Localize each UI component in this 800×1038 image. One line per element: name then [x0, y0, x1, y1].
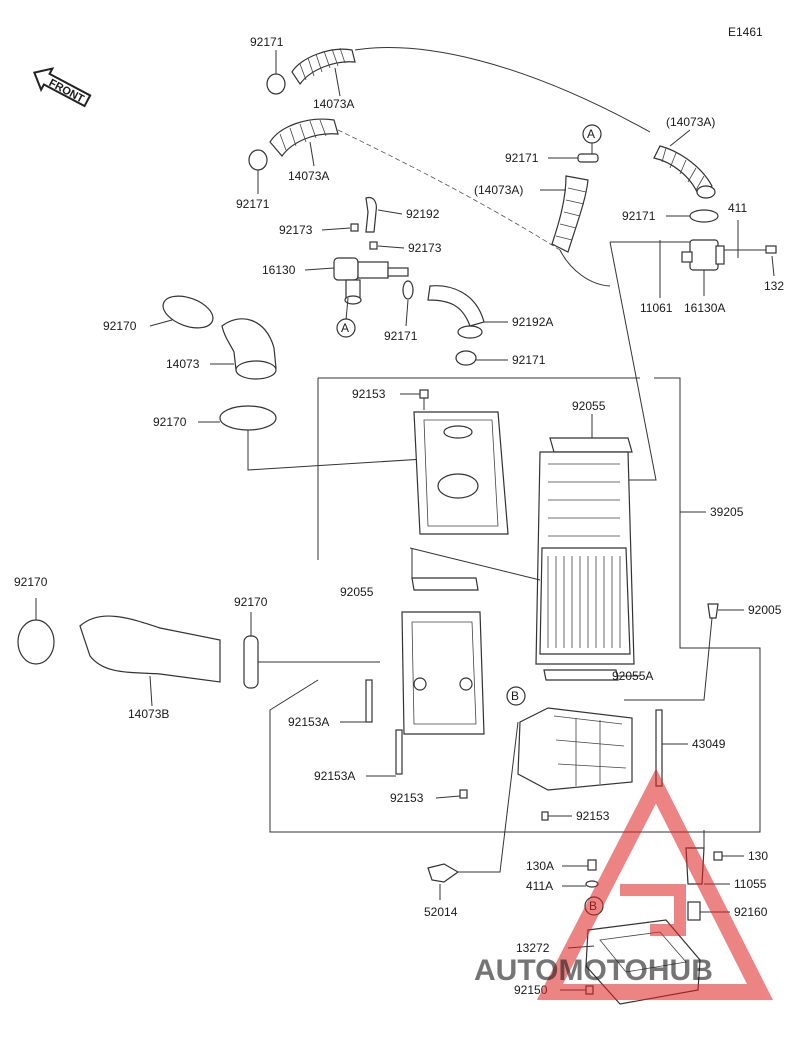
label-11055: 11055	[734, 877, 767, 891]
label-11061: 11061	[640, 301, 673, 315]
watermark-text: AUTOMOTOHUB	[474, 954, 713, 987]
hose-92192	[365, 196, 377, 233]
clamp-92171-right	[689, 209, 719, 223]
label-43049: 43049	[692, 737, 726, 751]
label-411a: 411A	[526, 879, 553, 893]
bolt-92153-b	[459, 789, 468, 799]
label-92170-a: 92170	[103, 319, 137, 333]
label-92055-mid: 92055	[340, 585, 374, 599]
hose-14073a-second	[269, 118, 339, 157]
label-92055-top: 92055	[572, 399, 606, 413]
label-92171-c: 92171	[384, 329, 418, 343]
label-16130a: 16130A	[684, 301, 725, 315]
label-92170-b: 92170	[153, 415, 187, 429]
automotohub-watermark-logo	[536, 768, 774, 1000]
plug-92005	[707, 603, 719, 619]
label-14073a-second: 14073A	[288, 169, 329, 183]
clamp-92173-b	[369, 241, 378, 250]
clamp-92170-b	[219, 405, 277, 431]
gasket-92055a	[543, 669, 619, 681]
label-16130: 16130	[262, 263, 296, 277]
label-92171-top: 92171	[250, 35, 284, 49]
label-14073a-paren-right: (14073A)	[666, 115, 715, 129]
label-52014: 52014	[424, 905, 458, 919]
clamp-92170-c	[17, 619, 55, 665]
intercooler-top-cover	[413, 411, 509, 535]
label-14073a-paren-mid: (14073A)	[474, 183, 523, 197]
label-92153a-a: 92153A	[288, 715, 329, 729]
label-92171-d: 92171	[512, 353, 546, 367]
label-14073: 14073	[166, 357, 200, 371]
label-92173-b: 92173	[408, 241, 442, 255]
label-13272: 13272	[516, 941, 550, 955]
fitting-52014	[427, 863, 460, 883]
clamp-92171-d	[455, 350, 477, 366]
label-92192a: 92192A	[512, 315, 553, 329]
label-39205: 39205	[710, 505, 744, 519]
label-132: 132	[764, 279, 784, 293]
label-92153-c: 92153	[576, 809, 610, 823]
clamp-92171-e	[577, 153, 599, 163]
hose-14073b	[79, 615, 221, 683]
clamp-92171-top	[266, 73, 286, 95]
callout-a-left	[336, 318, 356, 338]
clamp-92170-d	[243, 635, 259, 689]
valve-16130	[333, 257, 409, 305]
intercooler-bottom-tank	[517, 707, 633, 791]
label-14073b: 14073B	[128, 707, 169, 721]
label-411: 411	[728, 201, 747, 215]
label-92173-a: 92173	[279, 223, 313, 237]
sensor-16130a	[681, 239, 725, 271]
label-130a: 130A	[526, 859, 554, 873]
label-92153-top: 92153	[352, 387, 386, 401]
bolt-132	[765, 245, 777, 254]
front-label: FRONT	[47, 77, 86, 106]
gasket-92055-top	[549, 437, 633, 453]
clamp-92171-c	[402, 280, 414, 300]
label-92005: 92005	[748, 603, 782, 617]
callout-b-top-label: B	[511, 689, 519, 703]
label-92055a: 92055A	[612, 669, 653, 683]
label-92170-d: 92170	[234, 595, 268, 609]
gasket-92055-mid	[411, 577, 479, 591]
intercooler-lower-plenum	[401, 611, 485, 735]
diagram-code: E1461	[728, 25, 763, 39]
label-92171-e: 92171	[505, 151, 539, 165]
clamp-92171-second	[248, 149, 268, 171]
bolt-92153-top	[419, 389, 429, 399]
hose-14073a-middle	[551, 175, 589, 253]
grommet-92160	[687, 901, 701, 921]
callout-b-top	[506, 686, 526, 706]
bolt-130a	[587, 859, 597, 871]
front-arrow-icon: FRONT	[33, 67, 92, 108]
label-92153-b: 92153	[390, 791, 424, 805]
label-92192: 92192	[406, 207, 440, 221]
callout-a-right-label: A	[587, 127, 595, 141]
callout-a-left-label: A	[341, 321, 349, 335]
label-92153a-b: 92153A	[314, 769, 355, 783]
bolt-92153a-b	[395, 729, 403, 775]
label-92160: 92160	[734, 905, 768, 919]
bolt-92153-c	[541, 811, 549, 821]
hose-14073a-top	[291, 47, 356, 86]
intercooler-core	[535, 451, 635, 665]
bolt-130	[713, 851, 723, 861]
clamp-92173-a	[350, 223, 359, 232]
label-92171-right: 92171	[622, 209, 656, 223]
label-92171-second: 92171	[236, 197, 270, 211]
clamp-92170-a	[162, 295, 214, 329]
hose-92192a	[427, 285, 485, 327]
hose-14073a-right	[653, 145, 716, 199]
label-14073a-top: 14073A	[313, 97, 354, 111]
bolt-92153a-a	[365, 679, 373, 723]
label-92150: 92150	[514, 983, 548, 997]
label-92170-c: 92170	[14, 575, 48, 589]
label-130: 130	[748, 849, 768, 863]
